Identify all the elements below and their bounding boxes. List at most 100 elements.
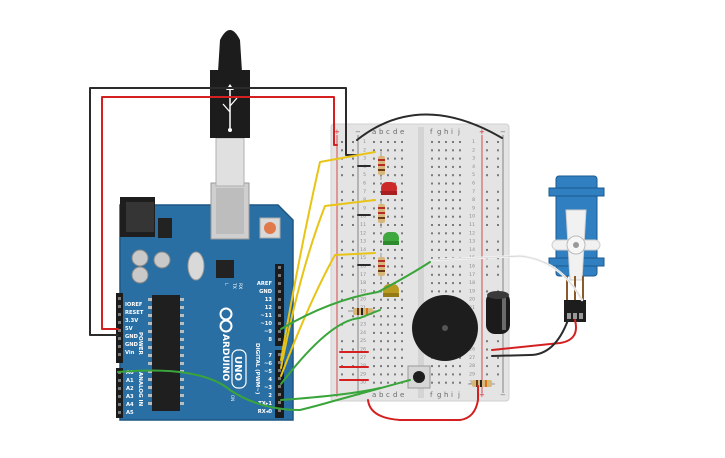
breadboard-hole xyxy=(380,182,382,185)
breadboard-hole xyxy=(438,157,440,160)
breadboard-hole xyxy=(438,248,440,251)
resistor-4-band xyxy=(366,308,368,315)
breadboard-hole xyxy=(431,282,433,285)
led-green[interactable] xyxy=(383,232,399,245)
breadboard-hole xyxy=(431,224,433,226)
rail-hole xyxy=(497,165,499,168)
breadboard-hole xyxy=(452,182,454,185)
piezo-buzzer-icon[interactable] xyxy=(412,295,478,361)
l-led-label: L xyxy=(223,283,229,286)
breadboard-hole xyxy=(401,182,403,185)
wire-green-pin9[interactable] xyxy=(280,261,431,330)
breadboard-hole xyxy=(387,315,389,318)
breadboard-hole xyxy=(401,157,403,160)
breadboard-hole xyxy=(394,273,396,276)
rail-hole xyxy=(341,307,343,309)
breadboard-hole xyxy=(431,248,433,251)
breadboard-hole xyxy=(445,282,447,285)
rail-hole xyxy=(352,248,354,251)
breadboard-hole xyxy=(459,373,461,376)
resistor-5-band xyxy=(480,380,482,387)
wire-green-pin3[interactable] xyxy=(280,309,381,385)
breadboard-hole xyxy=(373,257,375,260)
breadboard-hole xyxy=(380,348,382,351)
led-yellow-base xyxy=(383,293,399,297)
breadboard-hole xyxy=(438,290,440,293)
breadboard-hole xyxy=(452,157,454,160)
row-number-left: 13 xyxy=(360,239,366,245)
digital-header-hole xyxy=(278,338,281,341)
wire-yellow-1[interactable] xyxy=(280,151,376,361)
wire-black-rail-jumper[interactable] xyxy=(356,113,503,141)
breadboard-hole xyxy=(459,165,461,168)
wire-red-button[interactable] xyxy=(367,385,479,421)
wire-red-5v-to-rail[interactable] xyxy=(101,96,338,330)
breadboard-hole xyxy=(380,248,382,251)
rail-hole xyxy=(497,356,499,359)
wire-black-servo-gnd[interactable] xyxy=(491,319,569,357)
electrolytic-capacitor-icon[interactable] xyxy=(486,291,510,334)
rail-hole xyxy=(486,224,488,226)
wire-yellow-2[interactable] xyxy=(280,199,376,369)
breadboard-hole xyxy=(431,373,433,376)
row-number-right: 9 xyxy=(472,205,475,211)
breadboard-hole xyxy=(445,232,447,235)
breadboard-hole xyxy=(387,365,389,368)
breadboard-hole xyxy=(387,174,389,177)
breadboard-hole xyxy=(401,257,403,260)
resistor-2[interactable] xyxy=(378,200,385,228)
breadboard-hole xyxy=(394,298,396,301)
arduino-uno-board[interactable]: ARDUINO UNO ON L TX RX POWER ANALOG IN D… xyxy=(116,182,294,421)
breadboard-hole xyxy=(459,248,461,251)
wire-green-pin2[interactable] xyxy=(280,387,381,401)
wire-black-gnd-to-rail[interactable] xyxy=(89,87,358,336)
wire-red-servo-power[interactable] xyxy=(491,319,577,351)
breadboard-hole xyxy=(373,215,375,218)
rail-hole xyxy=(341,215,343,218)
row-number-left: 27 xyxy=(360,355,366,361)
breadboard-hole xyxy=(394,165,396,168)
breadboard-hole xyxy=(431,365,433,368)
usb-plug-icon[interactable] xyxy=(210,30,250,187)
micro-servo-icon[interactable] xyxy=(548,175,605,322)
resistor-3[interactable] xyxy=(378,253,385,280)
reset-button[interactable] xyxy=(264,222,276,234)
col-label-b: b xyxy=(379,128,384,136)
rail-hole xyxy=(341,373,343,376)
resistor-5[interactable] xyxy=(468,380,495,387)
breadboard-hole xyxy=(431,381,433,384)
atmega-pin xyxy=(148,330,152,333)
pin-label-6: ~6 xyxy=(264,361,272,367)
breadboard-hole xyxy=(373,248,375,251)
breadboard-hole xyxy=(387,348,389,351)
rail-hole xyxy=(352,307,354,309)
row-number-right: 11 xyxy=(469,222,475,228)
led-red[interactable] xyxy=(381,182,397,195)
resistor-1[interactable] xyxy=(378,152,385,180)
push-button-cap[interactable] xyxy=(413,371,425,383)
breadboard-hole xyxy=(445,265,447,268)
pin-label-5: ~5 xyxy=(264,369,272,375)
atmega-microcontroller xyxy=(152,295,180,411)
breadboard-hole xyxy=(445,157,447,160)
resistor-4[interactable] xyxy=(348,308,378,315)
atmega-pin xyxy=(148,378,152,381)
breadboard-hole xyxy=(431,199,433,202)
breadboard-hole xyxy=(431,257,433,260)
col-label-j-bottom: j xyxy=(457,391,460,399)
rail-hole xyxy=(352,157,354,160)
breadboard-hole xyxy=(452,265,454,268)
wire-green-a0[interactable] xyxy=(117,369,411,411)
col-label-e-bottom: e xyxy=(400,391,404,399)
breadboard-hole xyxy=(401,365,403,368)
digital-header-hole xyxy=(278,298,281,301)
wire-yellow-3[interactable] xyxy=(280,252,376,377)
breadboard-hole xyxy=(373,373,375,376)
breadboard-hole xyxy=(445,215,447,218)
breadboard-hole xyxy=(438,174,440,177)
rail-hole xyxy=(341,165,343,168)
usb-cable-strain xyxy=(218,30,242,72)
breadboard-hole xyxy=(387,224,389,226)
push-button-icon[interactable] xyxy=(407,365,431,389)
breadboard-hole xyxy=(438,224,440,226)
